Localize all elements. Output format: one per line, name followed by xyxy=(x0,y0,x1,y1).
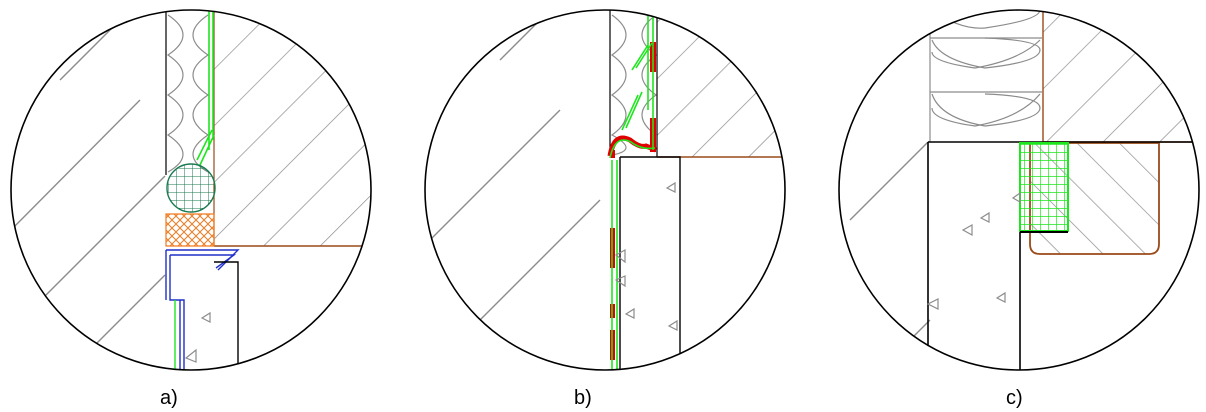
concrete-marks xyxy=(614,181,678,331)
panel-c-outline xyxy=(838,9,1200,371)
concrete-marks xyxy=(184,311,211,363)
window-frame xyxy=(214,261,239,370)
backer-rod xyxy=(166,163,216,213)
window-frame xyxy=(619,156,681,370)
insulation-layer xyxy=(929,10,1042,142)
panel-b-outline xyxy=(424,9,786,371)
panel-b-caption: b) xyxy=(574,387,592,409)
panel-b: b) xyxy=(424,9,786,409)
insulation-layer xyxy=(165,10,210,175)
panel-c-caption: c) xyxy=(1006,387,1023,409)
compression-tape xyxy=(1019,142,1069,232)
panel-a: a) xyxy=(10,9,372,409)
panel-a-caption: a) xyxy=(160,387,178,409)
sealing-tape xyxy=(609,15,656,370)
panel-c-section xyxy=(849,10,1199,370)
insulation-layer xyxy=(609,10,658,156)
panel-c: c) xyxy=(838,9,1200,409)
membrane-loop xyxy=(607,135,657,157)
panel-a-section xyxy=(11,10,371,370)
sealing-tape xyxy=(196,10,215,166)
structural-wall-right xyxy=(1042,10,1199,143)
window-profile xyxy=(165,249,240,370)
concrete-marks xyxy=(926,191,1021,310)
masonry-wall-left xyxy=(11,19,166,361)
expansion-foam xyxy=(165,213,215,247)
panel-a-outline xyxy=(10,9,372,371)
masonry-wall-left xyxy=(429,10,601,331)
